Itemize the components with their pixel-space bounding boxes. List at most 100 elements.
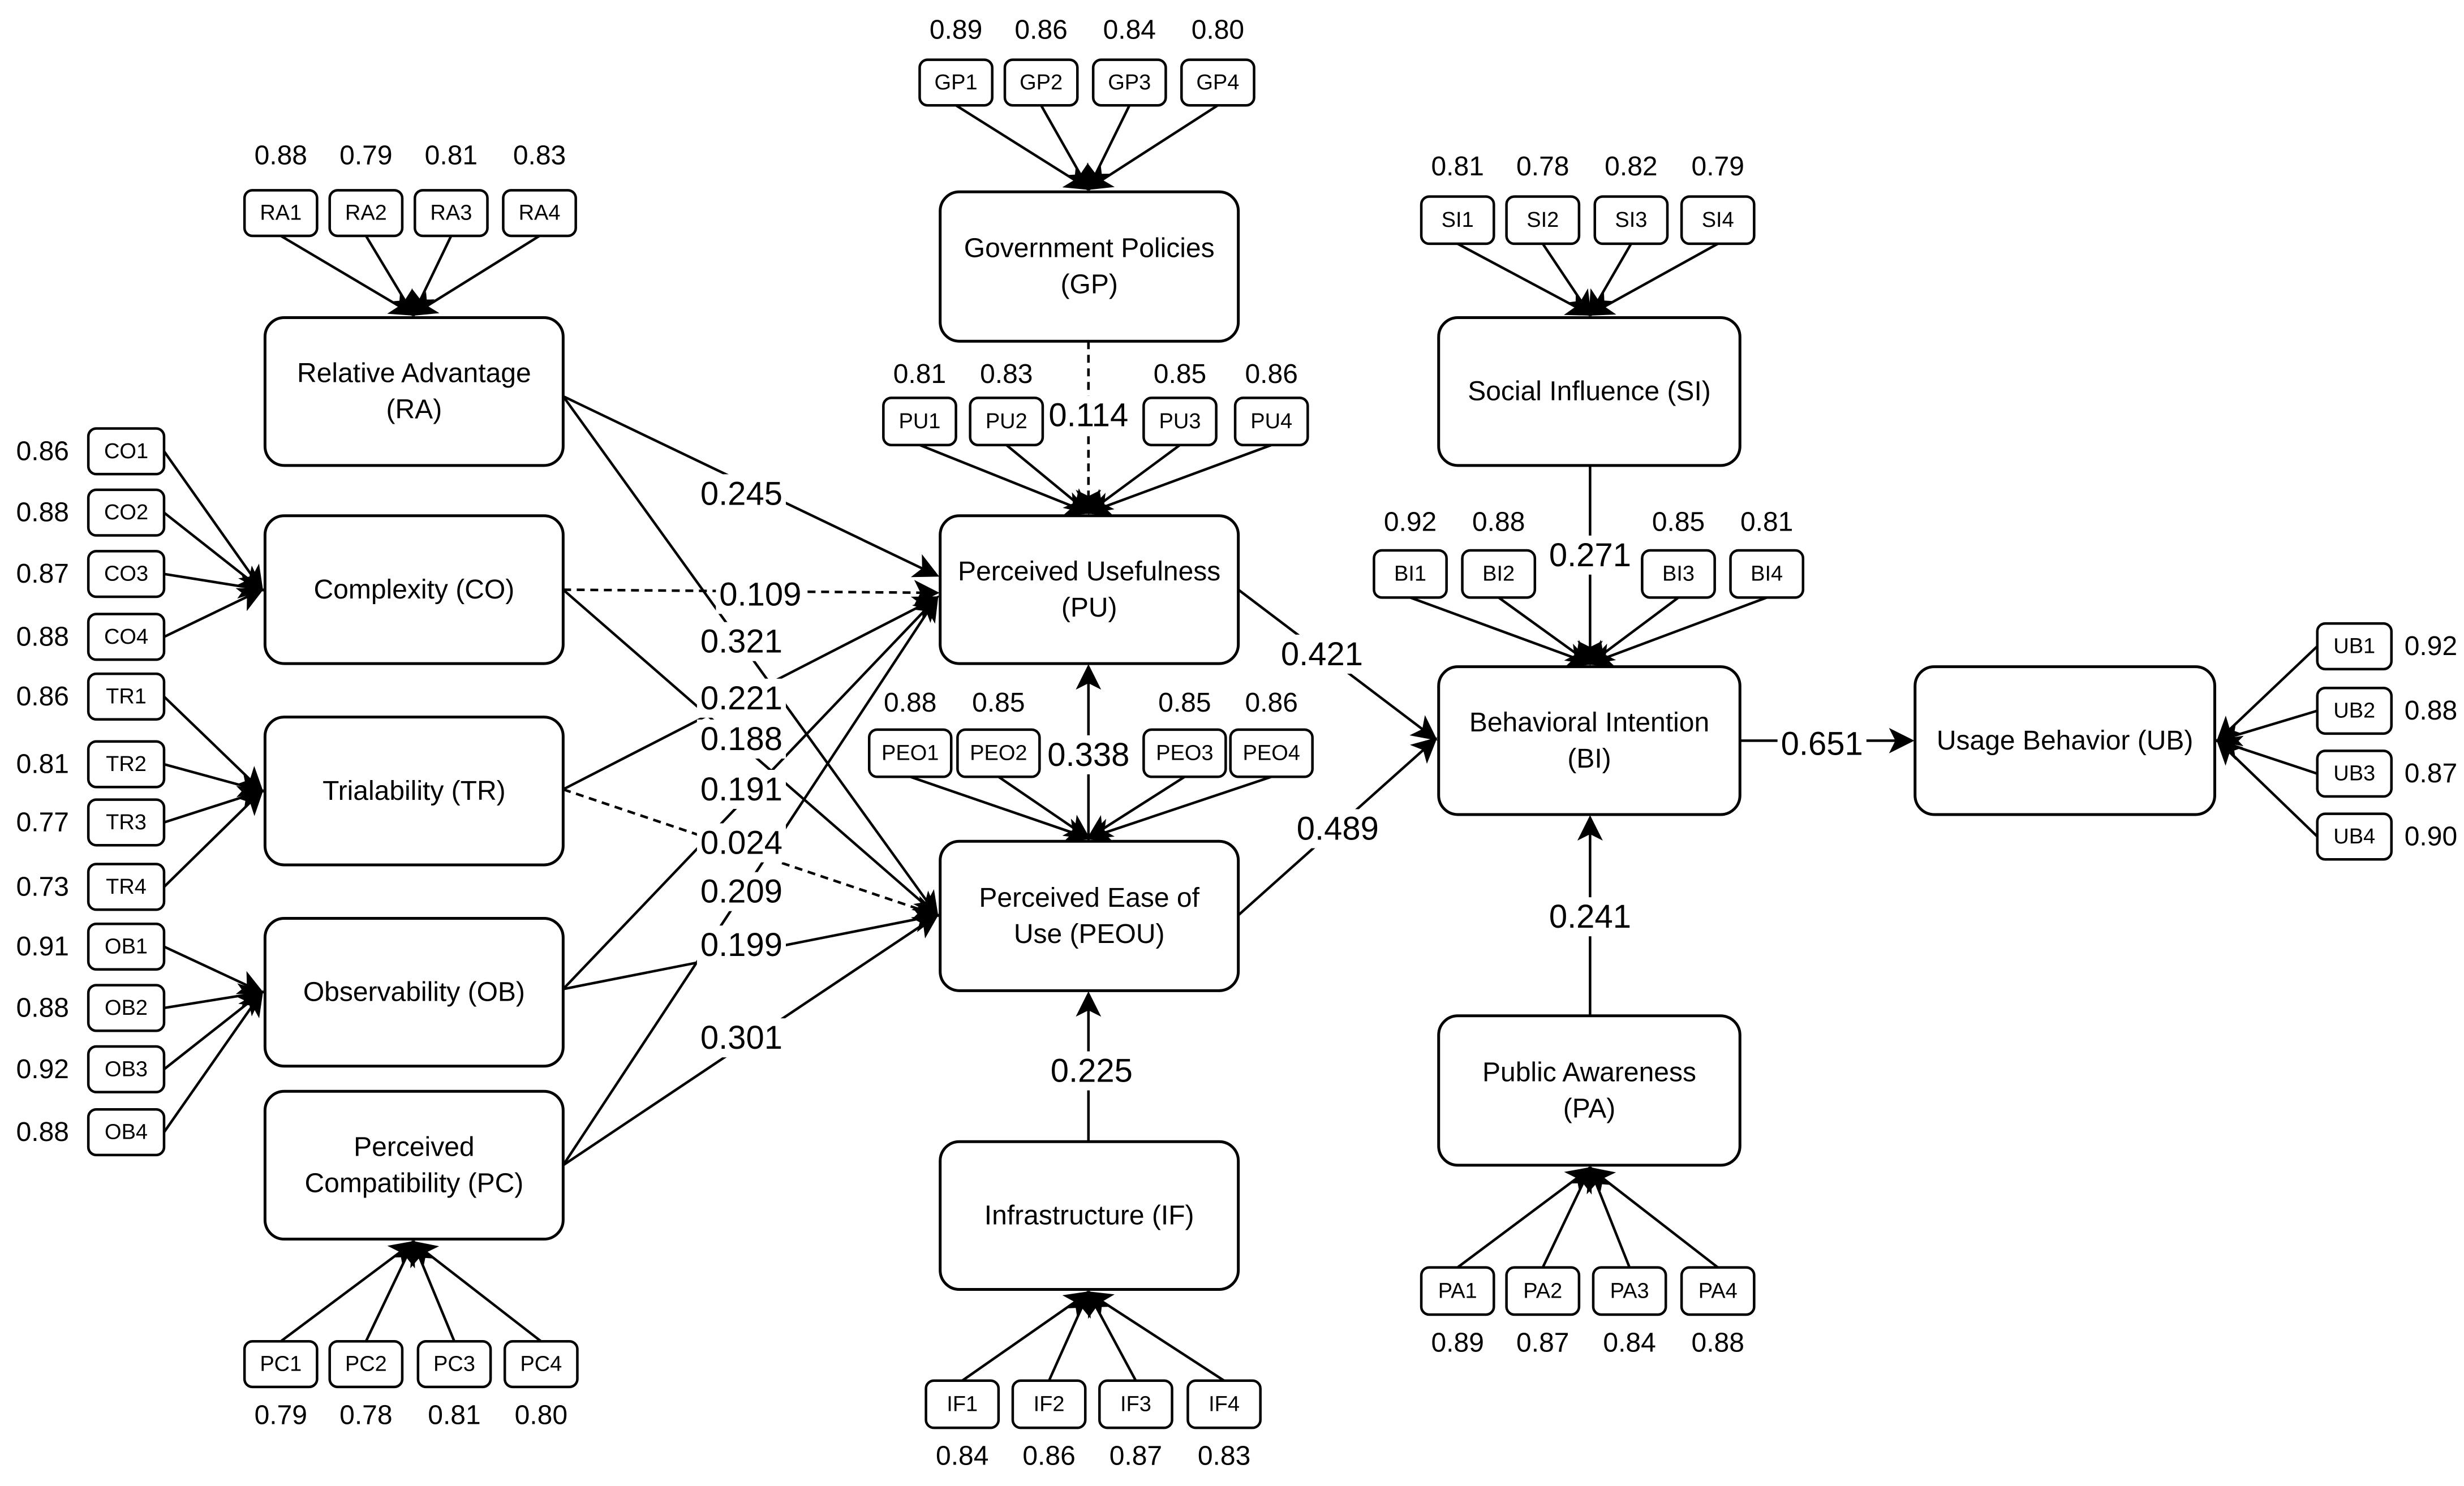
indicator-arrow-bi3	[1588, 596, 1679, 665]
constructs: Relative Advantage(RA)Complexity (CO)Tri…	[263, 190, 2216, 1291]
indicator-label: CO2	[104, 501, 148, 524]
loading-value: 0.78	[339, 1400, 392, 1430]
loading-value: 0.80	[1192, 15, 1244, 45]
indicator-label: CO3	[104, 562, 148, 586]
indicator-arrow-peo1	[909, 776, 1091, 843]
indicator-arrow-ra4	[411, 235, 540, 316]
coef-background	[696, 823, 786, 863]
loading-value: 0.84	[936, 1441, 988, 1471]
construct-label-pu: (PU)	[1061, 593, 1117, 623]
indicator-box	[1420, 195, 1495, 245]
construct-label-gp: (GP)	[1061, 270, 1118, 300]
indicator-box	[1592, 1266, 1667, 1316]
indicator-arrow-ob3	[163, 990, 264, 1071]
indicator-box	[867, 728, 953, 778]
indicator-label: PU2	[986, 410, 1027, 433]
indicator-box	[2316, 750, 2393, 798]
indicator-box	[1233, 397, 1309, 446]
loading-value: 0.87	[1110, 1441, 1162, 1471]
indicator-arrow-gp4	[1086, 104, 1219, 191]
path-coefficient-pc-to-peou: 0.301	[700, 1019, 782, 1056]
indicator-box	[502, 189, 577, 238]
indicator-label: RA3	[430, 201, 472, 225]
path-coefficient-peou-to-pu: 0.338	[1047, 736, 1129, 773]
indicator-arrow-pa2	[1541, 1166, 1592, 1268]
indicator-label: TR4	[106, 875, 147, 899]
indicator-pa1: PA1 0.89	[1420, 1266, 1495, 1358]
indicator-label: GP2	[1020, 71, 1063, 94]
indicator-label: UB2	[2333, 699, 2375, 723]
loading-value: 0.90	[2405, 821, 2457, 851]
indicator-box	[1180, 58, 1255, 107]
indicator-box	[969, 397, 1044, 446]
path-coefficient-pc-to-pu: 0.209	[700, 873, 782, 910]
indicator-arrow-if4	[1086, 1291, 1225, 1382]
indicator-box	[1680, 1266, 1756, 1316]
loading-value: 0.84	[1103, 15, 1156, 45]
construct-label-pc: Perceived	[354, 1132, 474, 1162]
loading-value: 0.83	[1198, 1441, 1250, 1471]
indicator-box	[87, 863, 166, 911]
construct-tr: Trialability (TR)	[263, 716, 565, 867]
indicator-box	[956, 728, 1041, 778]
coef-background	[1045, 395, 1132, 435]
indicator-label: BI4	[1751, 562, 1783, 586]
indicator-arrow-ra1	[280, 235, 416, 316]
construct-label-bi: (BI)	[1567, 744, 1611, 774]
indicator-label: PA1	[1438, 1279, 1477, 1303]
indicator-label: GP3	[1108, 71, 1151, 94]
indicator-box	[1641, 549, 1716, 599]
path-coefficient-tr-to-peou: 0.024	[700, 825, 782, 862]
indicator-label: BI1	[1394, 562, 1426, 586]
indicator-arrow-pc2	[364, 1240, 415, 1342]
indicator-box	[2316, 686, 2393, 735]
indicator-label: SI1	[1442, 208, 1474, 232]
coef-background	[1777, 724, 1867, 764]
indicator-arrow-ub3	[2215, 735, 2318, 775]
path-coefficient-ob-to-pu: 0.191	[700, 771, 782, 808]
loading-value: 0.89	[1431, 1328, 1483, 1358]
indicator-box	[1229, 728, 1314, 778]
construct-co: Complexity (CO)	[263, 514, 565, 665]
indicator-box	[1186, 1379, 1262, 1429]
construct-box-pc	[263, 1089, 565, 1241]
indicator-arrow-ub4	[2216, 739, 2319, 838]
indicator-label: UB3	[2333, 762, 2375, 786]
path-coefficient-if-to-peou: 0.225	[1051, 1053, 1133, 1089]
construct-if: Infrastructure (IF)	[939, 1140, 1240, 1291]
indicator-label: BI2	[1482, 562, 1515, 586]
indicator-label: PEO1	[881, 742, 939, 765]
loading-value: 0.86	[16, 436, 69, 466]
loading-value: 0.83	[980, 359, 1033, 389]
indicator-label: PU3	[1159, 410, 1201, 433]
loading-value: 0.80	[515, 1400, 567, 1430]
construct-label-if: Infrastructure (IF)	[984, 1200, 1194, 1230]
construct-box-si	[1437, 316, 1741, 467]
path-coefficient-ra-to-pu: 0.245	[700, 475, 782, 512]
loading-value: 0.91	[16, 932, 69, 962]
loading-value: 0.86	[1245, 688, 1297, 718]
indicator-label: OB3	[105, 1057, 148, 1081]
indicator-label: OB1	[105, 934, 148, 958]
indicator-box	[1091, 58, 1167, 107]
